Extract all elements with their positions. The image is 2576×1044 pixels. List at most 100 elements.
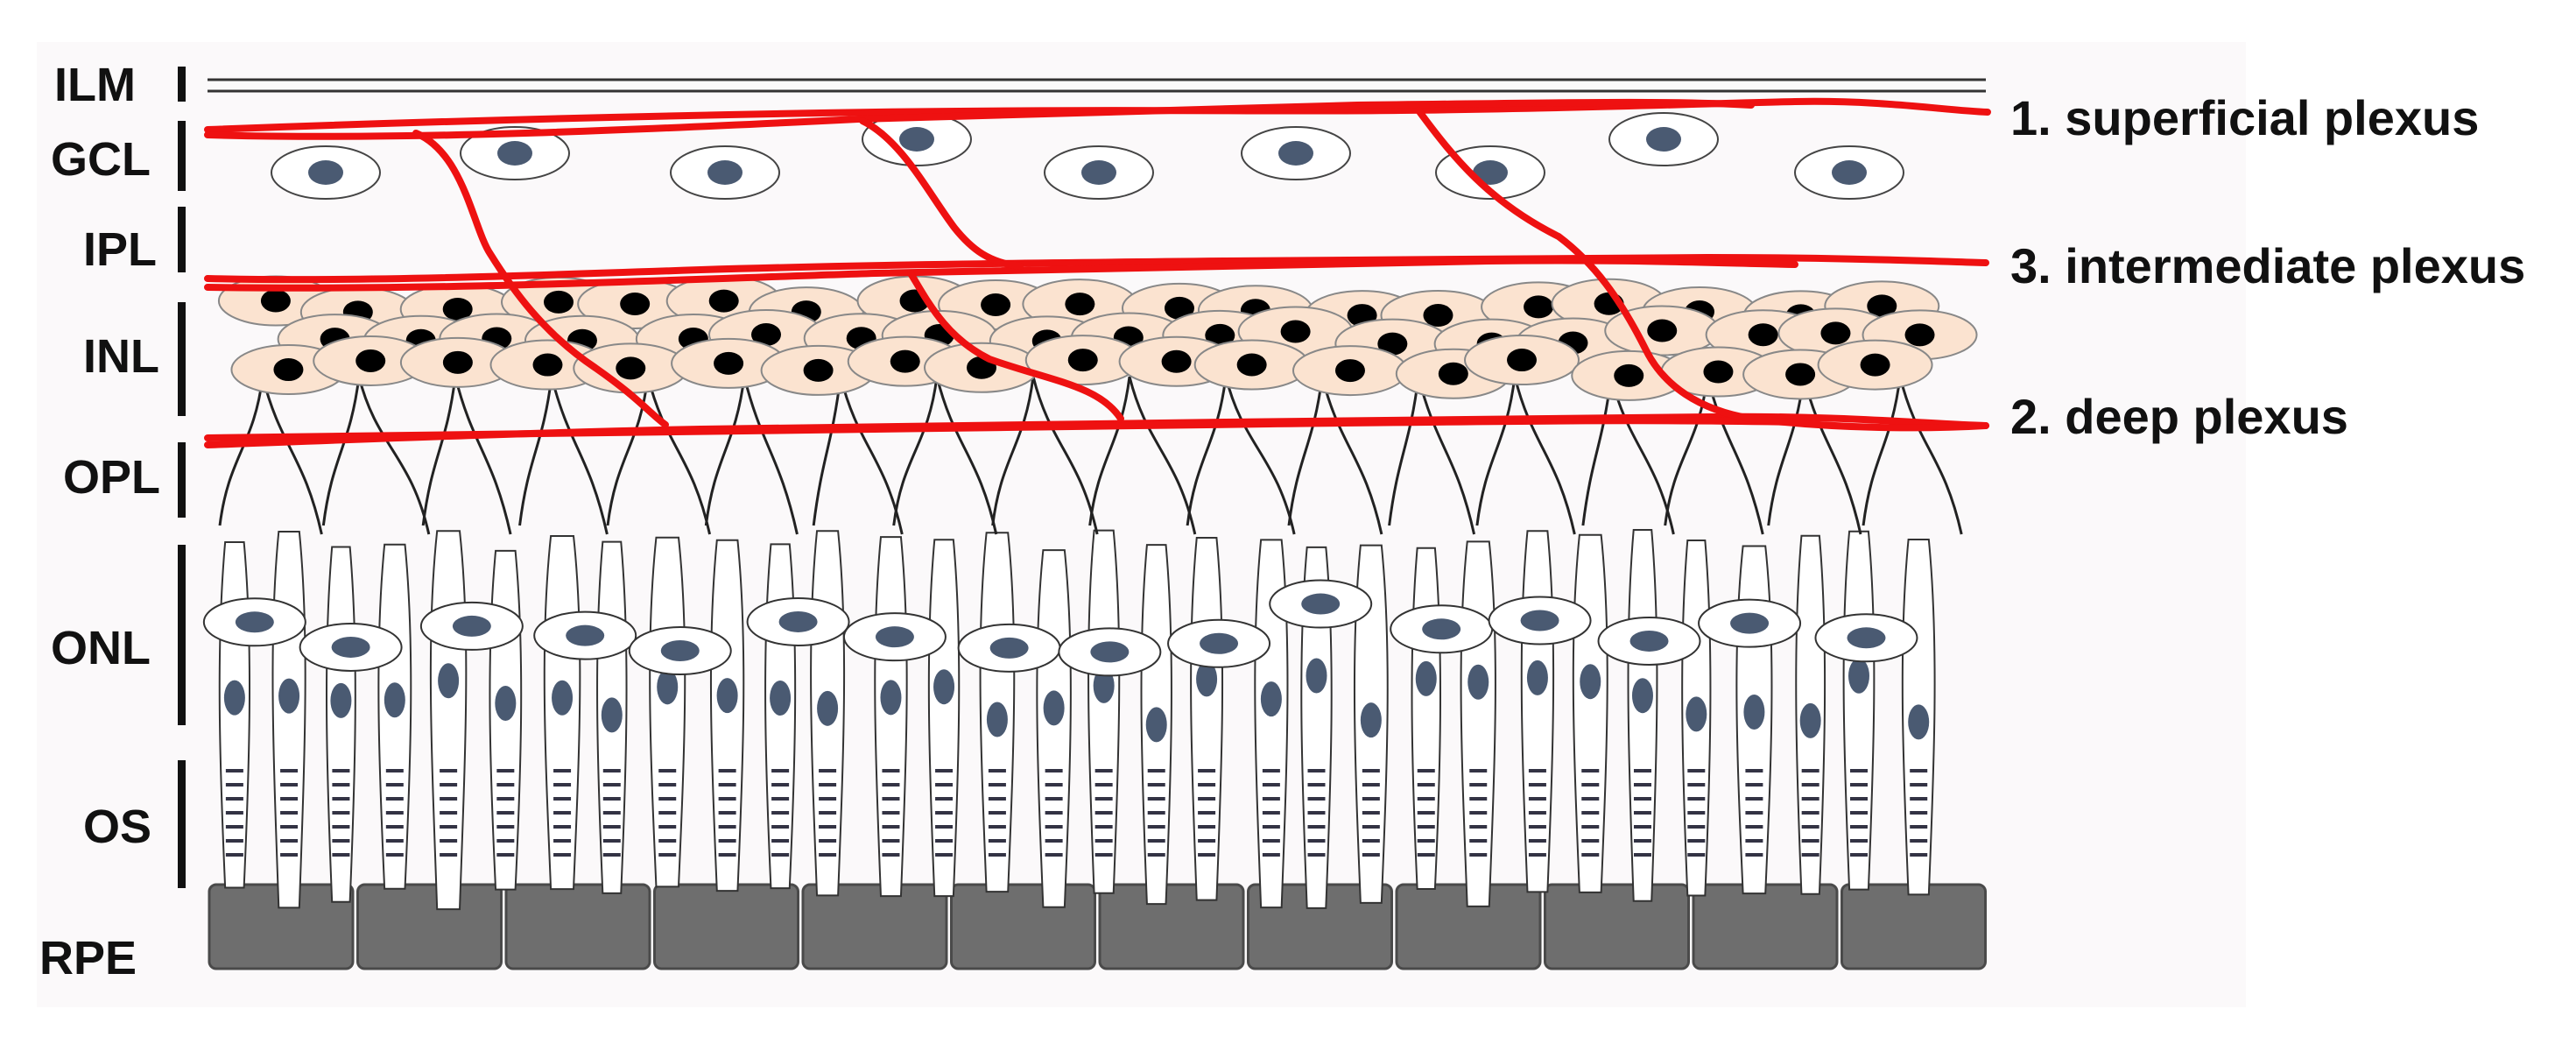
bipolar-nucleus <box>355 349 385 372</box>
photoreceptor-cell <box>272 532 305 907</box>
cone-nucleus <box>236 611 274 632</box>
photoreceptor-nucleus <box>1743 695 1764 730</box>
layer-label-ipl: IPL <box>83 223 157 276</box>
photoreceptor-nucleus <box>1686 696 1707 731</box>
bipolar-nucleus <box>981 293 1010 316</box>
layer-bar-onl <box>178 545 186 725</box>
photoreceptor-nucleus <box>278 679 299 714</box>
bipolar-cell-layer <box>219 276 1977 399</box>
photoreceptor-cell <box>711 540 743 891</box>
photoreceptor-cell <box>1736 546 1771 893</box>
photoreceptor-body <box>711 540 743 891</box>
cone-nucleus <box>779 611 818 632</box>
photoreceptor-nucleus <box>1632 678 1653 713</box>
cone-nucleus <box>1521 610 1559 631</box>
plexus-label-deep: 2. deep plexus <box>2010 389 2348 444</box>
ganglion-nucleus <box>899 127 934 152</box>
photoreceptor-cell <box>1903 540 1935 894</box>
layer-label-ilm: ILM <box>54 59 136 111</box>
cone-nucleus <box>1730 613 1769 634</box>
photoreceptor-body <box>1629 530 1658 901</box>
photoreceptor-nucleus <box>1044 690 1065 725</box>
photoreceptor-nucleus <box>384 682 405 717</box>
bipolar-nucleus <box>1423 304 1453 327</box>
layer-label-inl: INL <box>83 330 159 383</box>
photoreceptor-nucleus <box>1261 681 1282 716</box>
cone-nucleus <box>1200 633 1238 654</box>
bipolar-nucleus <box>532 354 562 377</box>
cone-nucleus <box>1847 627 1885 648</box>
layer-label-os: OS <box>83 801 151 853</box>
photoreceptor-body <box>650 538 685 887</box>
photoreceptor-cell <box>378 545 411 889</box>
photoreceptor-cell <box>1573 535 1608 892</box>
photoreceptor-cell <box>1412 548 1440 889</box>
bipolar-nucleus <box>1785 363 1815 385</box>
bipolar-nucleus <box>1861 354 1890 377</box>
cone-nucleus <box>661 640 700 661</box>
photoreceptor-cell <box>1796 536 1825 894</box>
layer-bar-gcl <box>178 121 186 191</box>
photoreceptor-cell <box>327 547 355 902</box>
photoreceptor-body <box>327 547 355 902</box>
rpe-cell <box>358 885 502 969</box>
bipolar-nucleus <box>1335 359 1365 382</box>
photoreceptor-cell <box>489 551 521 890</box>
photoreceptor-cell <box>1522 531 1553 892</box>
layer-bar-os <box>178 760 186 888</box>
photoreceptor-nucleus <box>1467 665 1489 700</box>
photoreceptor-cell <box>1191 538 1222 900</box>
photoreceptor-cell <box>1141 545 1171 904</box>
photoreceptor-nucleus <box>438 663 459 698</box>
ganglion-nucleus <box>1278 141 1313 166</box>
cone-nucleus <box>1090 641 1129 662</box>
photoreceptor-nucleus <box>1146 707 1167 742</box>
bipolar-nucleus <box>1905 323 1935 346</box>
bipolar-nucleus <box>714 352 743 375</box>
photoreceptor-cell <box>545 536 581 889</box>
rpe-cell <box>1100 885 1243 969</box>
layer-bar-ilm <box>178 67 186 102</box>
cone-nucleus <box>453 616 491 637</box>
layer-bar-ipl <box>178 207 186 272</box>
photoreceptor-cell <box>929 540 959 896</box>
photoreceptor-cell <box>1844 532 1875 890</box>
photoreceptor-body <box>1088 531 1119 893</box>
rpe-cell <box>1545 885 1689 969</box>
ganglion-nucleus <box>707 160 743 185</box>
photoreceptor-body <box>1573 535 1608 892</box>
bipolar-nucleus <box>1237 353 1267 376</box>
photoreceptor-cell <box>597 542 626 893</box>
cone-nucleus <box>1630 631 1669 652</box>
bipolar-nucleus <box>616 356 645 379</box>
bipolar-nucleus <box>273 358 303 381</box>
photoreceptor-cell <box>875 537 906 896</box>
bipolar-nucleus <box>1703 361 1733 384</box>
photoreceptor-nucleus <box>224 681 245 716</box>
layer-label-rpe: RPE <box>39 932 137 984</box>
bipolar-nucleus <box>1439 363 1468 385</box>
ganglion-nucleus <box>497 141 532 166</box>
cone-nucleus <box>1301 594 1340 615</box>
cone-nucleus <box>566 625 604 646</box>
photoreceptor-cell <box>1088 531 1119 893</box>
bipolar-nucleus <box>1614 364 1643 387</box>
rpe-cell <box>1842 885 1986 969</box>
photoreceptor-nucleus <box>1580 664 1601 699</box>
photoreceptor-cell <box>650 538 685 887</box>
bipolar-nucleus <box>1749 323 1778 346</box>
layer-label-gcl: GCL <box>51 133 151 186</box>
photoreceptor-body <box>1412 548 1440 889</box>
cone-nucleus <box>876 626 914 647</box>
cone-nucleus <box>1422 618 1460 639</box>
photoreceptor-nucleus <box>770 681 791 716</box>
photoreceptor-cell <box>765 544 795 888</box>
layer-bar-opl <box>178 442 186 518</box>
rpe-cell <box>506 885 650 969</box>
layer-bar-inl <box>178 302 186 416</box>
bipolar-nucleus <box>620 293 650 315</box>
photoreceptor-nucleus <box>1908 704 1929 739</box>
bipolar-nucleus <box>1281 321 1311 343</box>
